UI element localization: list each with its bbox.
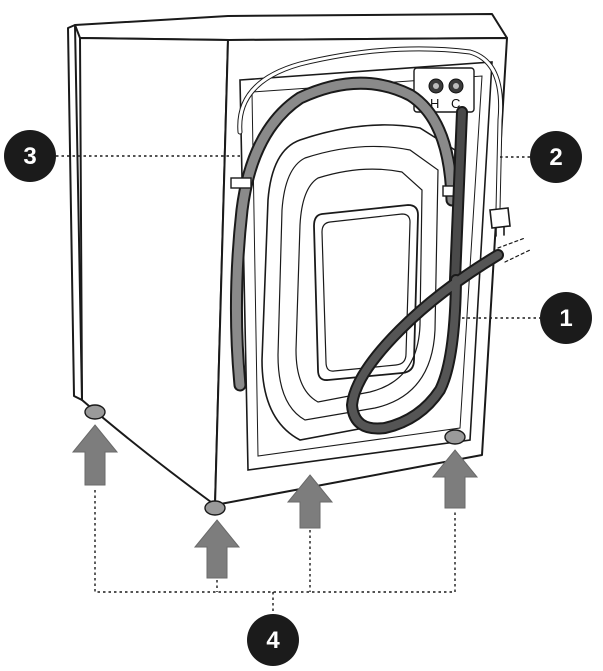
callout-2: 2 bbox=[530, 131, 582, 183]
arrow-up-icon bbox=[71, 424, 119, 486]
callout-4-label: 4 bbox=[266, 627, 280, 654]
leveling-arrows bbox=[71, 424, 479, 579]
callout-badges: 3 2 1 4 bbox=[4, 130, 592, 666]
power-cord bbox=[237, 46, 511, 237]
cabinet-top bbox=[74, 13, 508, 41]
cold-valve-label: C bbox=[451, 96, 460, 111]
callout-1: 1 bbox=[540, 292, 592, 344]
callout-3-label: 3 bbox=[23, 143, 36, 170]
foot-front-left bbox=[84, 404, 106, 420]
feet bbox=[84, 404, 466, 516]
power-plug bbox=[489, 207, 511, 229]
callout-2-label: 2 bbox=[549, 144, 562, 171]
callout-1-label: 1 bbox=[559, 305, 572, 332]
valve-box: H C bbox=[413, 67, 475, 113]
arrow-up-icon bbox=[286, 474, 334, 529]
hot-valve-label: H bbox=[430, 96, 439, 111]
callout-3: 3 bbox=[4, 130, 56, 182]
cabinet-side-edge bbox=[67, 24, 83, 401]
drain-hose bbox=[345, 106, 531, 435]
foot-front-right bbox=[204, 500, 226, 516]
arrow-up-icon bbox=[193, 519, 241, 579]
callout-4: 4 bbox=[247, 614, 299, 666]
back-plate bbox=[239, 61, 493, 471]
arrow-up-icon bbox=[431, 449, 479, 509]
foot-back-right bbox=[444, 429, 466, 445]
service-panel bbox=[313, 204, 419, 381]
